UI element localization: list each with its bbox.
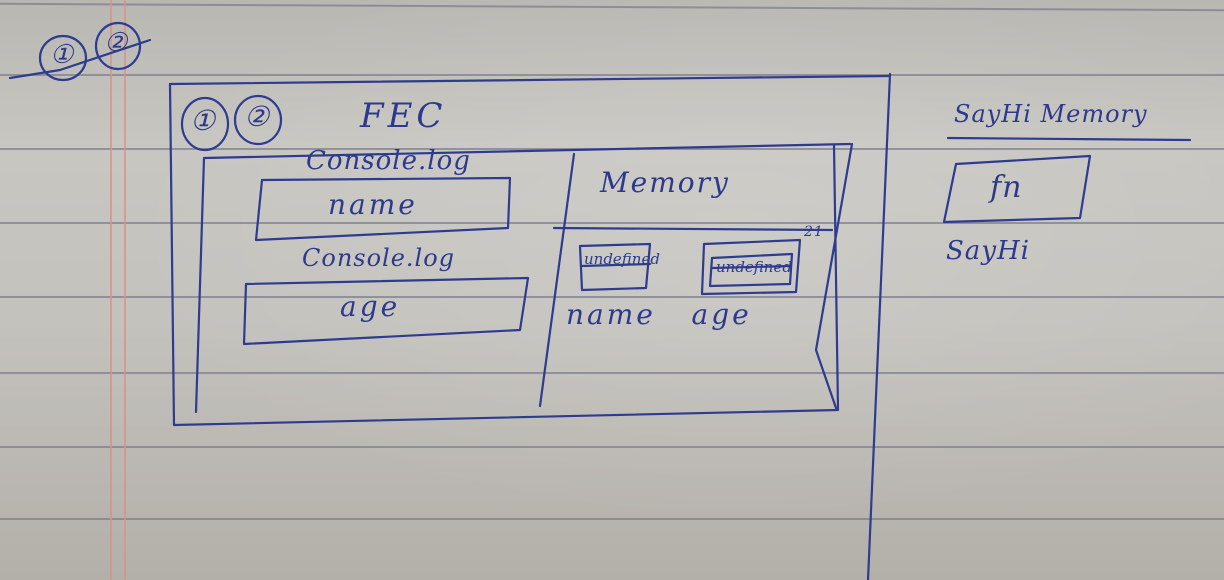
- ruled-line: [0, 222, 1224, 224]
- corner-mark-1: ①: [50, 40, 75, 70]
- memory-slot-2: undefined: [716, 258, 792, 276]
- fec-mark-1: ①: [190, 104, 217, 137]
- ruled-line: [0, 296, 1224, 298]
- corner-scribble: [8, 38, 152, 80]
- memory-labels: name age: [566, 298, 752, 331]
- ruled-line: [0, 74, 1224, 76]
- fn-box-text: fn: [990, 170, 1023, 205]
- ruled-line: [0, 518, 1224, 520]
- memory-underline: [552, 226, 834, 232]
- memory-slot-2-inner: [708, 252, 794, 288]
- corner-circle-1: [38, 34, 88, 82]
- ruled-line: [0, 372, 1224, 374]
- memory-title: Memory: [600, 166, 730, 199]
- memory-slot-1: undefined: [584, 250, 660, 268]
- console-log-label-1: Console.log: [306, 146, 471, 176]
- corner-circle-2: [94, 21, 142, 71]
- console-log-label-2: Console.log: [302, 244, 456, 272]
- margin-line: [110, 0, 112, 580]
- margin-line: [124, 0, 126, 580]
- fn-label: SayHi: [946, 236, 1030, 266]
- fec-frame: [168, 74, 892, 427]
- memory-right-edge: [814, 142, 854, 410]
- memory-slot-2-outline: [700, 238, 802, 296]
- age-box-outline: [242, 276, 530, 346]
- memory-divider: [538, 152, 576, 408]
- strike-1: [580, 262, 652, 268]
- strike-2: [710, 264, 792, 270]
- memory-slot-2-note: 21: [804, 224, 824, 240]
- fec-circle-1: [180, 96, 230, 152]
- fec-mark-2: ②: [244, 100, 271, 133]
- name-box-text: name: [328, 188, 418, 221]
- name-box-outline: [254, 176, 512, 242]
- fn-box-outline: [942, 154, 1092, 224]
- ruled-line: [0, 446, 1224, 448]
- fec-circle-2: [233, 94, 283, 146]
- age-box-text: age: [340, 290, 401, 323]
- fec-inner-frame: [194, 142, 852, 414]
- memory-slot-1-outline: [578, 242, 652, 292]
- sayhi-underline: [946, 136, 1192, 142]
- sayhi-memory-title: SayHi Memory: [954, 100, 1148, 128]
- corner-mark-2: ②: [104, 28, 129, 58]
- sayhi-divider: [866, 72, 892, 580]
- fec-title: FEC: [360, 96, 447, 136]
